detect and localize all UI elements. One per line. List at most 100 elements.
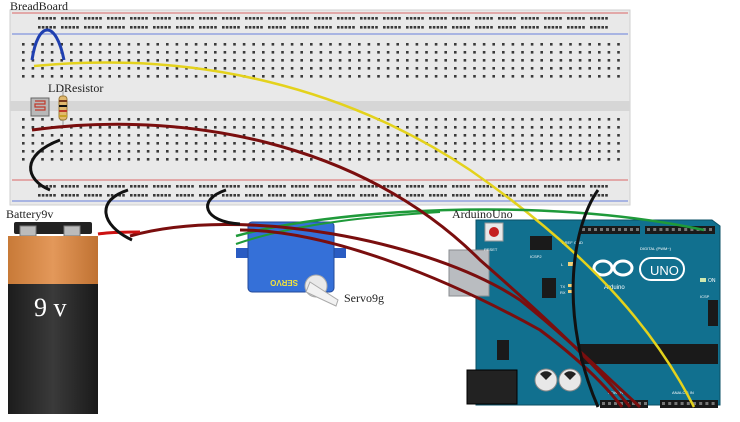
- breadboard-hole[interactable]: [252, 158, 255, 161]
- breadboard-hole[interactable]: [99, 194, 102, 197]
- breadboard-hole[interactable]: [367, 134, 371, 137]
- breadboard-hole[interactable]: [482, 158, 486, 161]
- breadboard-hole[interactable]: [233, 185, 236, 188]
- breadboard-hole[interactable]: [68, 26, 72, 29]
- breadboard-hole[interactable]: [185, 43, 188, 46]
- breadboard-hole[interactable]: [521, 75, 524, 78]
- breadboard-hole[interactable]: [242, 158, 246, 161]
- breadboard-hole[interactable]: [396, 150, 399, 153]
- breadboard-hole[interactable]: [271, 150, 275, 153]
- breadboard-hole[interactable]: [452, 26, 455, 29]
- header-pin[interactable]: [614, 402, 617, 405]
- breadboard-hole[interactable]: [175, 134, 179, 137]
- breadboard-hole[interactable]: [310, 43, 313, 46]
- breadboard-hole[interactable]: [242, 118, 246, 121]
- breadboard-hole[interactable]: [79, 126, 83, 129]
- breadboard-hole[interactable]: [513, 185, 516, 188]
- breadboard-hole[interactable]: [91, 17, 95, 20]
- breadboard-hole[interactable]: [122, 194, 125, 197]
- breadboard-hole[interactable]: [454, 59, 457, 62]
- breadboard-hole[interactable]: [530, 67, 534, 70]
- wire-black-3[interactable]: [206, 188, 241, 226]
- breadboard-hole[interactable]: [41, 59, 44, 62]
- header-pin[interactable]: [608, 402, 611, 405]
- breadboard-hole[interactable]: [352, 194, 355, 197]
- breadboard-hole[interactable]: [321, 194, 325, 197]
- breadboard-hole[interactable]: [306, 185, 309, 188]
- breadboard-hole[interactable]: [492, 59, 495, 62]
- breadboard-hole[interactable]: [473, 75, 476, 78]
- breadboard-hole[interactable]: [463, 51, 467, 54]
- breadboard-hole[interactable]: [166, 43, 169, 46]
- breadboard-hole[interactable]: [118, 134, 121, 137]
- breadboard-hole[interactable]: [367, 118, 371, 121]
- breadboard-hole[interactable]: [233, 194, 236, 197]
- breadboard-hole[interactable]: [582, 185, 585, 188]
- breadboard-hole[interactable]: [141, 17, 144, 20]
- breadboard-hole[interactable]: [202, 17, 206, 20]
- breadboard-hole[interactable]: [444, 150, 447, 153]
- breadboard-hole[interactable]: [89, 134, 92, 137]
- breadboard-hole[interactable]: [559, 67, 563, 70]
- breadboard-hole[interactable]: [329, 142, 332, 145]
- breadboard-hole[interactable]: [98, 43, 102, 46]
- breadboard-hole[interactable]: [348, 126, 351, 129]
- breadboard-hole[interactable]: [329, 118, 332, 121]
- breadboard-hole[interactable]: [511, 59, 515, 62]
- breadboard-hole[interactable]: [260, 17, 263, 20]
- breadboard-hole[interactable]: [41, 134, 44, 137]
- breadboard-hole[interactable]: [245, 185, 248, 188]
- breadboard-hole[interactable]: [60, 150, 63, 153]
- breadboard-hole[interactable]: [164, 17, 167, 20]
- breadboard-hole[interactable]: [156, 126, 159, 129]
- breadboard-hole[interactable]: [31, 59, 35, 62]
- breadboard-hole[interactable]: [268, 194, 271, 197]
- breadboard-hole[interactable]: [432, 26, 436, 29]
- breadboard-hole[interactable]: [436, 185, 440, 188]
- breadboard-hole[interactable]: [118, 158, 121, 161]
- breadboard-hole[interactable]: [130, 26, 133, 29]
- breadboard-hole[interactable]: [574, 185, 578, 188]
- breadboard-hole[interactable]: [300, 67, 303, 70]
- header-pin[interactable]: [662, 402, 665, 405]
- breadboard-hole[interactable]: [166, 142, 169, 145]
- breadboard-hole[interactable]: [199, 194, 202, 197]
- breadboard-hole[interactable]: [127, 59, 131, 62]
- breadboard-hole[interactable]: [38, 26, 41, 29]
- breadboard-hole[interactable]: [108, 51, 111, 54]
- header-pin[interactable]: [686, 402, 690, 405]
- breadboard-hole[interactable]: [511, 75, 515, 78]
- breadboard-hole[interactable]: [183, 185, 187, 188]
- breadboard-hole[interactable]: [271, 158, 275, 161]
- breadboard-hole[interactable]: [98, 158, 102, 161]
- breadboard-hole[interactable]: [502, 43, 505, 46]
- breadboard-hole[interactable]: [179, 17, 183, 20]
- breadboard-hole[interactable]: [64, 185, 68, 188]
- breadboard-hole[interactable]: [252, 134, 255, 137]
- header-pin[interactable]: [624, 228, 627, 231]
- breadboard-hole[interactable]: [76, 26, 79, 29]
- breadboard-hole[interactable]: [95, 17, 98, 20]
- breadboard-hole[interactable]: [317, 185, 321, 188]
- breadboard-hole[interactable]: [463, 158, 467, 161]
- breadboard-hole[interactable]: [321, 17, 325, 20]
- breadboard-hole[interactable]: [569, 126, 572, 129]
- header-pin[interactable]: [659, 228, 663, 231]
- header-pin[interactable]: [702, 228, 706, 231]
- breadboard-hole[interactable]: [214, 126, 217, 129]
- breadboard-hole[interactable]: [544, 194, 547, 197]
- breadboard-hole[interactable]: [245, 26, 248, 29]
- breadboard-hole[interactable]: [348, 17, 351, 20]
- breadboard-hole[interactable]: [233, 75, 236, 78]
- breadboard-hole[interactable]: [118, 75, 121, 78]
- breadboard-hole[interactable]: [463, 194, 466, 197]
- breadboard-hole[interactable]: [444, 118, 447, 121]
- breadboard-hole[interactable]: [22, 134, 25, 137]
- breadboard-hole[interactable]: [490, 17, 493, 20]
- breadboard-hole[interactable]: [607, 118, 611, 121]
- breadboard-hole[interactable]: [95, 194, 98, 197]
- breadboard-hole[interactable]: [61, 194, 64, 197]
- breadboard-hole[interactable]: [436, 194, 440, 197]
- breadboard-hole[interactable]: [291, 17, 294, 20]
- breadboard-hole[interactable]: [98, 142, 102, 145]
